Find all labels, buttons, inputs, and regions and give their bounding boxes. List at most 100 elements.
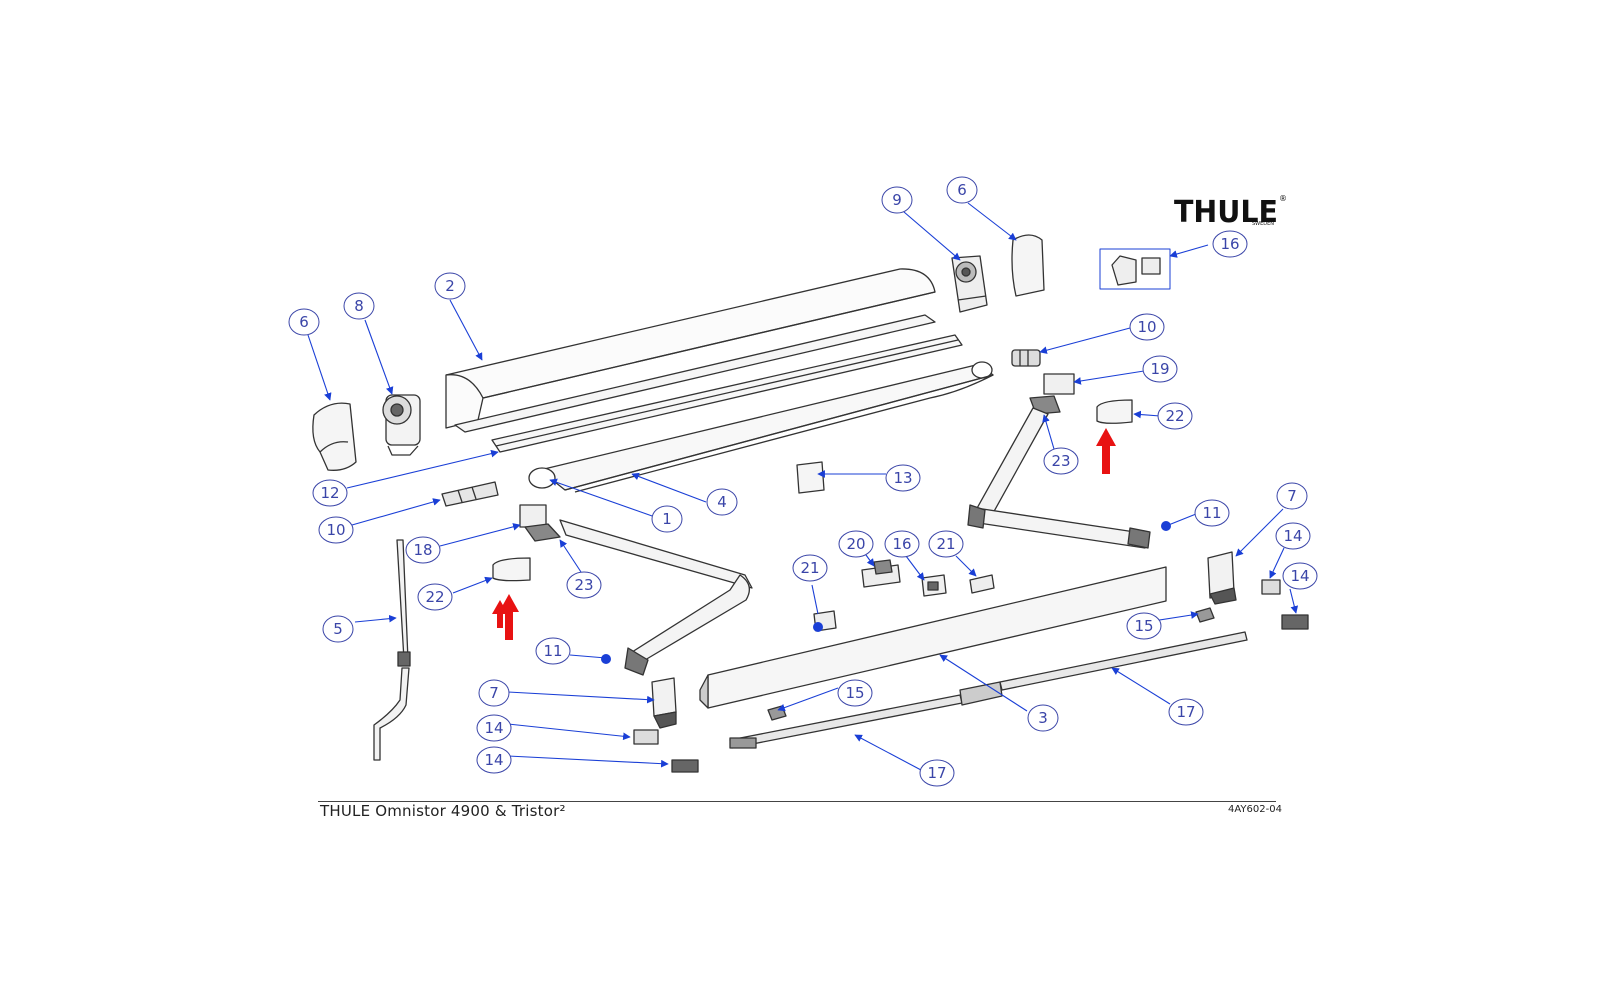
svg-text:23: 23 bbox=[574, 576, 593, 594]
footer-rule bbox=[318, 801, 1276, 802]
callout-16-mid: 16 bbox=[884, 530, 920, 558]
svg-text:6: 6 bbox=[299, 313, 309, 331]
callout-22-right: 22 bbox=[1157, 402, 1193, 430]
part-gearbox-left bbox=[382, 394, 421, 456]
part-connector-left bbox=[441, 481, 499, 507]
svg-text:7: 7 bbox=[489, 684, 499, 702]
part-clip-left-b bbox=[671, 759, 699, 773]
part-clip-right-b bbox=[1281, 614, 1309, 630]
svg-text:1: 1 bbox=[662, 510, 672, 528]
callout-14-d: 14 bbox=[1282, 562, 1318, 590]
svg-text:6: 6 bbox=[957, 181, 967, 199]
part-cassette-housing bbox=[445, 268, 936, 433]
callout-1: 1 bbox=[651, 505, 683, 533]
leader-lines bbox=[307, 202, 1299, 771]
callout-16-top: 16 bbox=[1212, 230, 1248, 258]
svg-text:16: 16 bbox=[1220, 235, 1239, 253]
callouts: 2 6 8 12 10 1 4 13 18 23 22 5 11 7 14 14… bbox=[288, 176, 1318, 787]
part-fabric-roller bbox=[528, 361, 994, 493]
callout-13: 13 bbox=[885, 464, 921, 492]
part-connector-right bbox=[1011, 349, 1041, 367]
callout-3: 3 bbox=[1027, 704, 1059, 732]
part-arm-left bbox=[519, 504, 753, 676]
callout-23-right: 23 bbox=[1043, 447, 1079, 475]
dot-11-right bbox=[1161, 521, 1171, 531]
callout-17-right: 17 bbox=[1168, 698, 1204, 726]
part-bracket-set-box bbox=[1099, 248, 1171, 290]
svg-text:16: 16 bbox=[892, 535, 911, 553]
callout-12: 12 bbox=[312, 479, 348, 507]
callout-21-right: 21 bbox=[928, 530, 964, 558]
part-rail-lock bbox=[921, 574, 947, 597]
svg-text:8: 8 bbox=[354, 297, 364, 315]
part-rail-stop bbox=[861, 559, 901, 588]
callout-23-left: 23 bbox=[566, 571, 602, 599]
svg-text:15: 15 bbox=[845, 684, 864, 702]
callout-15-left: 15 bbox=[837, 679, 873, 707]
part-knob-right bbox=[1195, 607, 1215, 623]
callout-6-left: 6 bbox=[288, 308, 320, 336]
svg-text:15: 15 bbox=[1134, 617, 1153, 635]
svg-text:17: 17 bbox=[927, 764, 946, 782]
svg-text:22: 22 bbox=[425, 588, 444, 606]
document-id: 4AY602-04 bbox=[1228, 804, 1282, 815]
callout-9: 9 bbox=[881, 186, 913, 214]
svg-text:21: 21 bbox=[936, 535, 955, 553]
part-gearbox-right bbox=[951, 255, 988, 313]
callout-17-left: 17 bbox=[919, 759, 955, 787]
callout-21-left: 21 bbox=[792, 554, 828, 582]
callout-22-left: 22 bbox=[417, 583, 453, 611]
svg-text:23: 23 bbox=[1051, 452, 1070, 470]
svg-text:11: 11 bbox=[1202, 504, 1221, 522]
callout-5: 5 bbox=[322, 615, 354, 643]
callout-20: 20 bbox=[838, 530, 874, 558]
callout-4: 4 bbox=[706, 488, 738, 516]
callout-18: 18 bbox=[405, 536, 441, 564]
svg-text:7: 7 bbox=[1287, 487, 1297, 505]
highlight-arrows bbox=[492, 428, 1116, 640]
svg-text:2: 2 bbox=[445, 277, 455, 295]
callout-8: 8 bbox=[343, 292, 375, 320]
svg-text:11: 11 bbox=[543, 642, 562, 660]
svg-text:10: 10 bbox=[1137, 318, 1156, 336]
callout-15-right: 15 bbox=[1126, 612, 1162, 640]
svg-text:13: 13 bbox=[893, 469, 912, 487]
callout-2: 2 bbox=[434, 272, 466, 300]
part-label-plate bbox=[796, 461, 825, 494]
part-rail-clip-b bbox=[969, 574, 995, 594]
part-cover-right bbox=[1096, 399, 1133, 424]
svg-text:17: 17 bbox=[1176, 703, 1195, 721]
callout-7-right: 7 bbox=[1276, 482, 1308, 510]
part-crank-handle bbox=[373, 539, 411, 761]
logo-sub: SWEDEN bbox=[1252, 221, 1274, 227]
svg-text:4: 4 bbox=[717, 493, 727, 511]
svg-text:14: 14 bbox=[484, 719, 503, 737]
red-arrow-right bbox=[1096, 428, 1116, 474]
svg-text:18: 18 bbox=[413, 541, 432, 559]
callout-10-right: 10 bbox=[1129, 313, 1165, 341]
svg-text:14: 14 bbox=[1290, 567, 1309, 585]
part-clip-right-a bbox=[1261, 579, 1281, 595]
callout-14-c: 14 bbox=[1275, 522, 1311, 550]
svg-text:12: 12 bbox=[320, 484, 339, 502]
part-clip-left-a bbox=[633, 729, 659, 745]
diagram-caption: THULE Omnistor 4900 & Tristor² bbox=[320, 802, 566, 820]
part-cover-left bbox=[492, 557, 531, 582]
part-end-cap-left bbox=[312, 402, 357, 471]
svg-text:14: 14 bbox=[484, 751, 503, 769]
attachment-dots bbox=[601, 521, 1171, 664]
part-end-cap-right bbox=[1011, 234, 1045, 297]
part-bracket-right bbox=[1207, 551, 1237, 605]
part-bracket-left bbox=[651, 677, 677, 729]
logo-wordmark: THULE bbox=[1174, 195, 1278, 230]
red-arrow-left-body bbox=[499, 594, 519, 640]
dot-21-left bbox=[813, 622, 823, 632]
callout-14-a: 14 bbox=[476, 714, 512, 742]
callout-7-left: 7 bbox=[478, 679, 510, 707]
svg-text:5: 5 bbox=[333, 620, 343, 638]
svg-text:20: 20 bbox=[846, 535, 865, 553]
svg-text:3: 3 bbox=[1038, 709, 1048, 727]
svg-text:10: 10 bbox=[326, 521, 345, 539]
dot-11-left bbox=[601, 654, 611, 664]
